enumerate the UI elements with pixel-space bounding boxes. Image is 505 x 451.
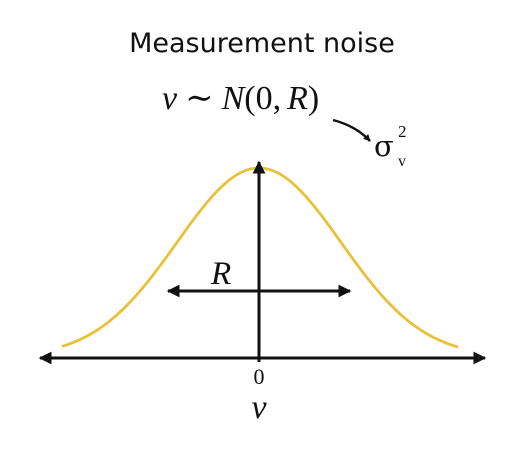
- sigma-symbol: σ: [374, 129, 394, 163]
- formula-mean: 0: [256, 80, 273, 117]
- diagram-title: Measurement noise: [129, 28, 395, 59]
- sigma-subscript: v: [398, 153, 406, 170]
- formula-open-paren: (: [244, 80, 255, 117]
- annotation-arrow: [332, 118, 371, 142]
- origin-label: 0: [254, 364, 265, 389]
- formula-distribution: N: [221, 80, 247, 117]
- formula-comma: ,: [273, 80, 282, 117]
- axis-label: v: [251, 389, 267, 426]
- formula-variance: R: [286, 80, 308, 117]
- formula-tilde: ∼: [185, 80, 214, 117]
- noise-formula: v∼N(0,R): [162, 80, 319, 117]
- formula-variable: v: [162, 80, 178, 117]
- width-label: R: [210, 256, 231, 292]
- sigma-superscript: 2: [398, 122, 407, 141]
- formula-close-paren: ): [308, 80, 319, 117]
